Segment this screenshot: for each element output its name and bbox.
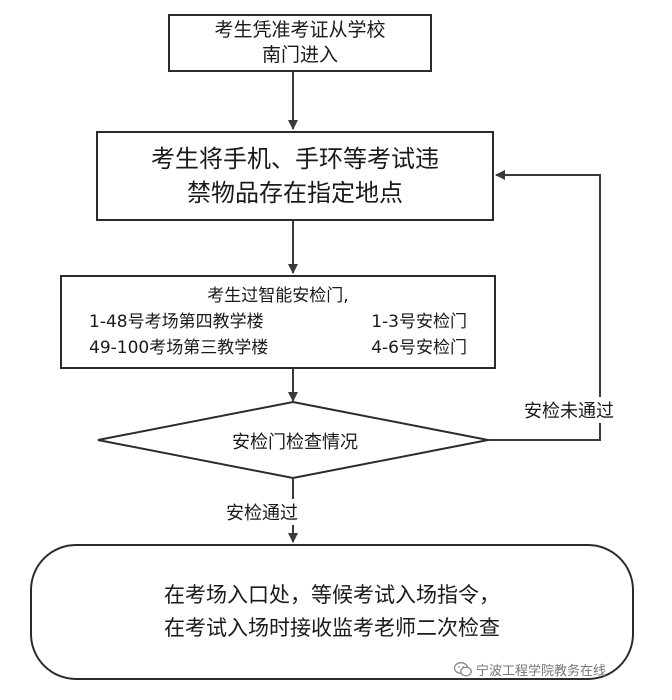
step-enter-south-gate: 考生凭准考证从学校 南门进入	[168, 14, 432, 72]
pass-branch-label: 安检通过	[220, 499, 304, 525]
step3-row2-building: 49-100考场第三教学楼	[89, 338, 269, 358]
step4-line2: 在考试入场时接收监考老师二次检查	[164, 616, 500, 640]
watermark-text: 宁波工程学院教务在线	[476, 664, 607, 679]
fail-branch-label: 安检未通过	[520, 397, 618, 423]
step-store-prohibited-items: 考生将手机、手环等考试违 禁物品存在指定地点	[96, 131, 494, 221]
step3-row-1: 1-48号考场第四教学楼 1-3号安检门	[89, 309, 467, 335]
decision-label: 安检门检查情况	[232, 432, 358, 453]
step3-row1-building: 1-48号考场第四教学楼	[89, 312, 264, 332]
watermark: 宁波工程学院教务在线	[454, 660, 606, 679]
step3-row2-gates: 4-6号安检门	[371, 338, 467, 358]
step-wait-entry-second-check: 在考场入口处，等候考试入场指令， 在考试入场时接收监考老师二次检查	[30, 544, 634, 680]
arrow-fail-loop	[488, 170, 601, 441]
step4-line1: 在考场入口处，等候考试入场指令，	[164, 583, 500, 607]
step2-line2: 禁物品存在指定地点	[187, 179, 403, 207]
step1-line1: 考生凭准考证从学校	[214, 19, 386, 41]
step-security-gate: 考生过智能安检门, 1-48号考场第四教学楼 1-3号安检门 49-100考场第…	[60, 275, 496, 369]
step3-row-2: 49-100考场第三教学楼 4-6号安检门	[89, 335, 467, 361]
step1-line2: 南门进入	[261, 44, 338, 66]
step3-row1-gates: 1-3号安检门	[371, 312, 467, 332]
wechat-icon	[454, 662, 472, 677]
step2-line1: 考生将手机、手环等考试违	[151, 145, 439, 173]
step3-title: 考生过智能安检门,	[207, 286, 349, 306]
